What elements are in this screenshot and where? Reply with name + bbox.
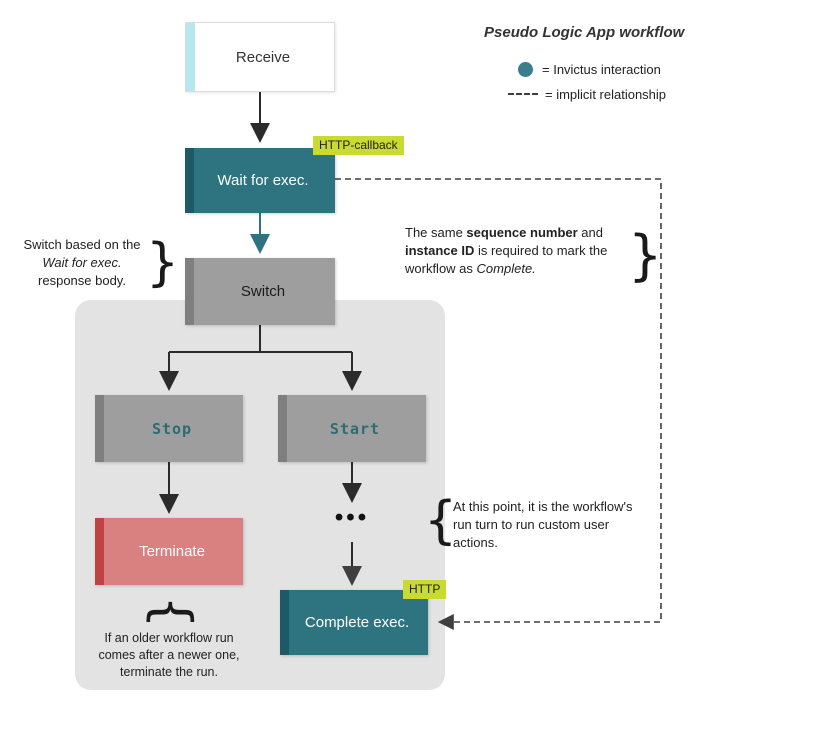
switch-note-line2: Wait for exec. <box>42 255 122 270</box>
node-wait-stripe <box>185 148 194 213</box>
invictus-dot-icon <box>518 62 533 77</box>
node-switch: Switch <box>185 258 335 325</box>
invictus-legend-label: = Invictus interaction <box>542 62 661 77</box>
node-complete-label: Complete exec. <box>304 614 410 631</box>
node-receive-stripe <box>186 23 195 91</box>
node-start-stripe <box>278 395 287 462</box>
switch-note-line3: response body. <box>38 273 126 288</box>
sequence-note-part2: and <box>577 225 603 240</box>
node-switch-label: Switch <box>240 283 286 300</box>
diagram-title: Pseudo Logic App workflow <box>484 24 685 41</box>
node-receive: Receive <box>185 22 335 92</box>
terminate-note-line2: comes after a newer one, <box>98 648 240 662</box>
custom-actions-brace: { <box>424 491 458 551</box>
sequence-note-part1: The same <box>405 225 467 240</box>
sequence-note-bold2: instance ID <box>405 243 475 258</box>
switch-note: Switch based on the Wait for exec. respo… <box>20 236 144 290</box>
dashed-line-icon <box>508 93 538 95</box>
http-callback-badge: HTTP-callback <box>313 136 404 155</box>
sequence-note-brace: } <box>628 224 663 287</box>
node-complete-stripe <box>280 590 289 655</box>
terminate-note-line1: If an older workflow run <box>104 631 234 645</box>
node-complete-exec: Complete exec. <box>280 590 428 655</box>
terminate-note: If an older workflow run comes after a n… <box>85 630 253 681</box>
sequence-note-part3: is required to mark the workflow as <box>405 243 608 276</box>
node-stop: Stop <box>95 395 243 462</box>
http-badge: HTTP <box>403 580 447 599</box>
node-wait-for-exec: Wait for exec. <box>185 148 335 213</box>
sequence-note-italic: Complete. <box>476 261 536 276</box>
node-terminate: Terminate <box>95 518 243 585</box>
node-terminate-stripe <box>95 518 104 585</box>
sequence-note-bold1: sequence number <box>466 225 578 240</box>
node-switch-stripe <box>185 258 194 325</box>
sequence-note: The same sequence number and instance ID… <box>405 224 629 278</box>
node-stop-label: Stop <box>151 419 193 438</box>
node-start-label: Start <box>329 419 381 438</box>
custom-actions-note: At this point, it is the workflow's run … <box>453 499 633 550</box>
terminate-note-line3: terminate the run. <box>120 665 218 679</box>
node-receive-label: Receive <box>235 48 291 66</box>
custom-actions-dots: ••• <box>334 504 370 531</box>
implicit-legend-label: = implicit relationship <box>545 87 667 102</box>
switch-note-brace: } <box>146 233 180 293</box>
node-start: Start <box>278 395 426 462</box>
node-terminate-label: Terminate <box>139 543 205 560</box>
node-stop-stripe <box>95 395 104 462</box>
switch-note-line1: Switch based on the <box>23 237 141 252</box>
node-wait-label: Wait for exec. <box>217 172 309 189</box>
